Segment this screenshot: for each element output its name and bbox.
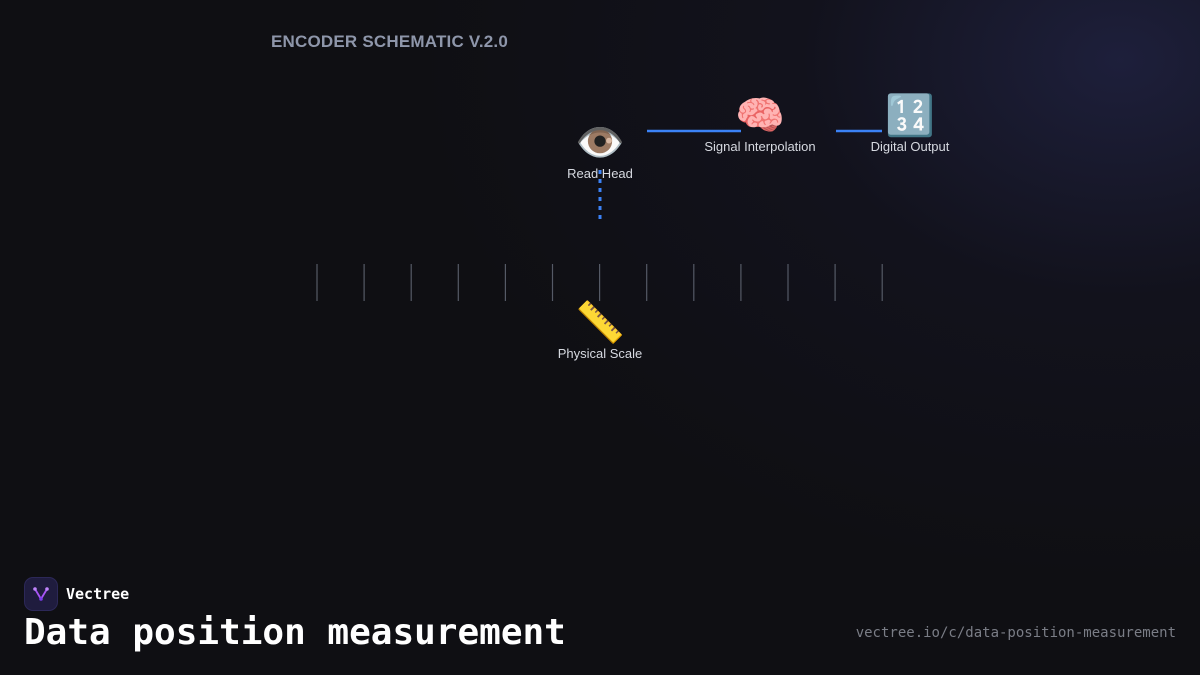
brand: Vectree [24,577,129,611]
brain-icon: 🧠 [735,94,785,138]
node-digital-output: 🔢 Digital Output [871,93,950,154]
eye-icon: 👁️ [575,121,625,165]
node-label-physical-scale: Physical Scale [557,346,643,361]
scale-ticks [316,264,883,301]
node-label-signal-interpolation: Signal Interpolation [704,139,816,154]
input-numbers-icon: 🔢 [885,94,935,138]
page-url: vectree.io/c/data-position-measurement [855,625,1176,641]
schematic-title: ENCODER SCHEMATIC V.2.0 [271,32,508,51]
node-physical-scale: 📏 Physical Scale [558,300,643,361]
page-title: Data position measurement [24,612,566,653]
node-read-head: 👁️ Read Head [567,120,633,181]
ruler-icon: 📏 [575,301,625,345]
node-label-read-head: Read Head [567,166,633,181]
node-signal-interpolation: 🧠 Signal Interpolation [704,93,815,154]
vectree-logo-icon [24,577,58,611]
brand-name: Vectree [66,585,130,603]
node-label-digital-output: Digital Output [870,139,950,154]
